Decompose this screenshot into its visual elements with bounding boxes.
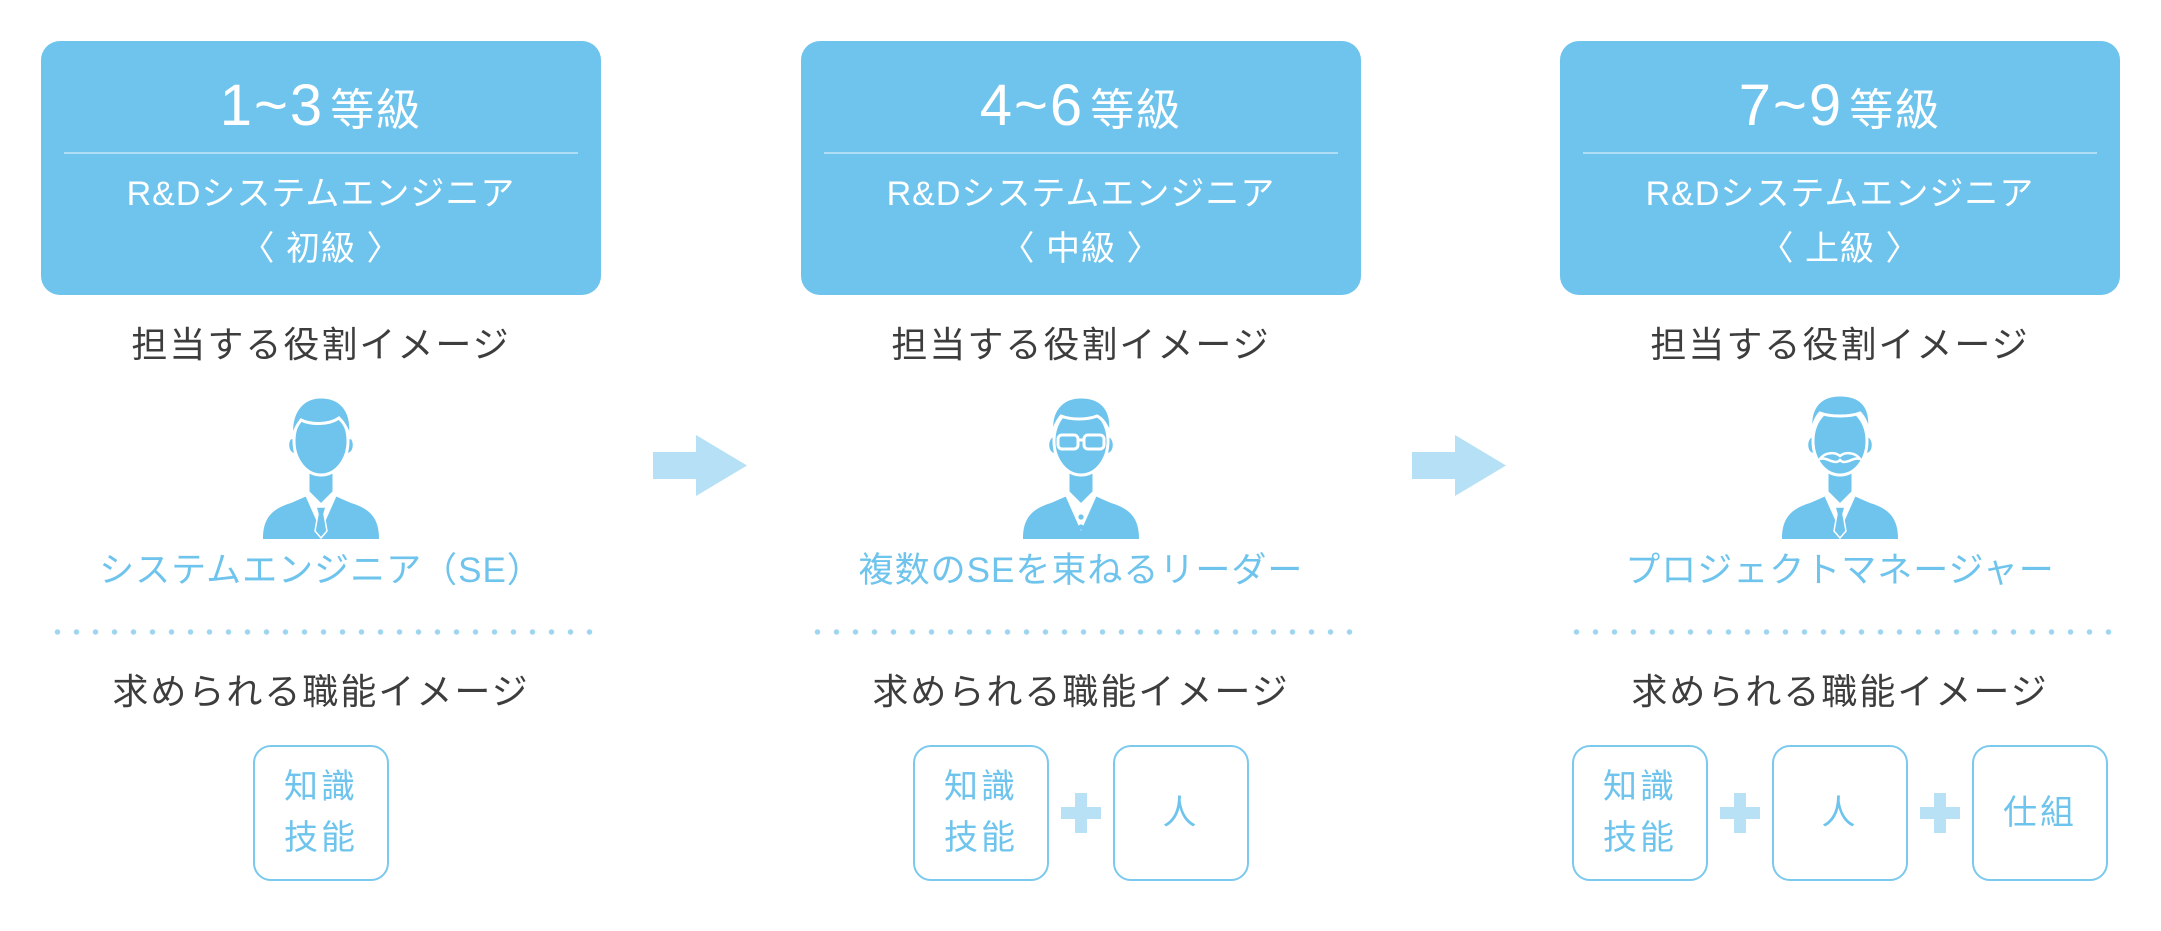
role-heading: 担当する役割イメージ xyxy=(131,324,511,365)
grade-unit: 等級 xyxy=(1090,86,1183,135)
skills-group: 知識 技能 人 xyxy=(801,745,1361,881)
header-divider xyxy=(824,152,1338,154)
skill-line: 人 xyxy=(1821,793,1859,832)
skill-line: 知識 xyxy=(944,768,1018,806)
plus-icon xyxy=(1920,793,1960,833)
job-title: R&Dシステムエンジニア xyxy=(1645,175,2035,213)
grade-range-number: 1~3 xyxy=(219,73,325,138)
header-divider xyxy=(1583,152,2097,154)
dotted-separator xyxy=(808,629,1354,635)
skill-line: 仕組 xyxy=(2003,793,2077,832)
skill-line: 知識 xyxy=(1603,768,1677,806)
role-label: プロジェクトマネージャー xyxy=(1625,551,2055,590)
person-glasses-icon xyxy=(1021,389,1141,539)
skills-heading: 求められる職能イメージ xyxy=(112,671,530,712)
plus-icon xyxy=(1061,793,1101,833)
job-level: 〈 上級 〉 xyxy=(1759,230,1921,268)
job-title: R&Dシステムエンジニア xyxy=(886,175,1276,213)
plus-icon xyxy=(1720,793,1760,833)
job-level: 〈 中級 〉 xyxy=(1000,230,1162,268)
skill-box-people: 人 xyxy=(1772,745,1908,881)
arrow-right-icon xyxy=(653,435,747,496)
skill-line: 人 xyxy=(1162,793,1200,832)
plus-icon xyxy=(1061,793,1101,833)
plus-icon xyxy=(1720,793,1760,833)
skill-box-knowledge-skill: 知識 技能 xyxy=(1572,745,1708,881)
grade-range-number: 7~9 xyxy=(1738,73,1844,138)
arrow-right-icon xyxy=(653,435,747,496)
skill-box-systems: 仕組 xyxy=(1972,745,2108,881)
grade-range-number: 4~6 xyxy=(979,73,1085,138)
dotted-separator xyxy=(48,629,594,635)
plus-icon xyxy=(1920,793,1960,833)
arrow-right-icon xyxy=(1412,435,1506,496)
job-title: R&Dシステムエンジニア xyxy=(126,175,516,213)
person-icon xyxy=(261,389,381,539)
person-mustache-icon xyxy=(1782,393,1898,539)
skill-line: 技能 xyxy=(284,819,358,857)
grade-unit: 等級 xyxy=(1849,86,1942,135)
arrow-right-icon xyxy=(1412,435,1506,496)
person-icon xyxy=(263,395,379,539)
skills-heading: 求められる職能イメージ xyxy=(872,671,1290,712)
skill-line: 技能 xyxy=(1603,819,1677,857)
dotted-separator xyxy=(1567,629,2113,635)
person-glasses-icon xyxy=(1023,395,1139,539)
person-mustache-icon xyxy=(1780,389,1900,539)
skill-box-people: 人 xyxy=(1113,745,1249,881)
role-heading: 担当する役割イメージ xyxy=(891,324,1271,365)
role-label: システムエンジニア（SE） xyxy=(99,551,543,590)
role-heading: 担当する役割イメージ xyxy=(1650,324,2030,365)
header-divider xyxy=(64,152,578,154)
role-label: 複数のSEを束ねるリーダー xyxy=(858,551,1304,590)
skills-group: 知識 技能 人 仕組 xyxy=(1560,745,2120,881)
skill-box-knowledge-skill: 知識 技能 xyxy=(253,745,389,881)
skill-line: 技能 xyxy=(944,819,1018,857)
skills-group: 知識 技能 xyxy=(41,745,601,881)
job-level: 〈 初級 〉 xyxy=(240,230,402,268)
skill-line: 知識 xyxy=(284,768,358,806)
skill-box-knowledge-skill: 知識 技能 xyxy=(913,745,1049,881)
grade-unit: 等級 xyxy=(330,86,423,135)
skills-heading: 求められる職能イメージ xyxy=(1631,671,2049,712)
